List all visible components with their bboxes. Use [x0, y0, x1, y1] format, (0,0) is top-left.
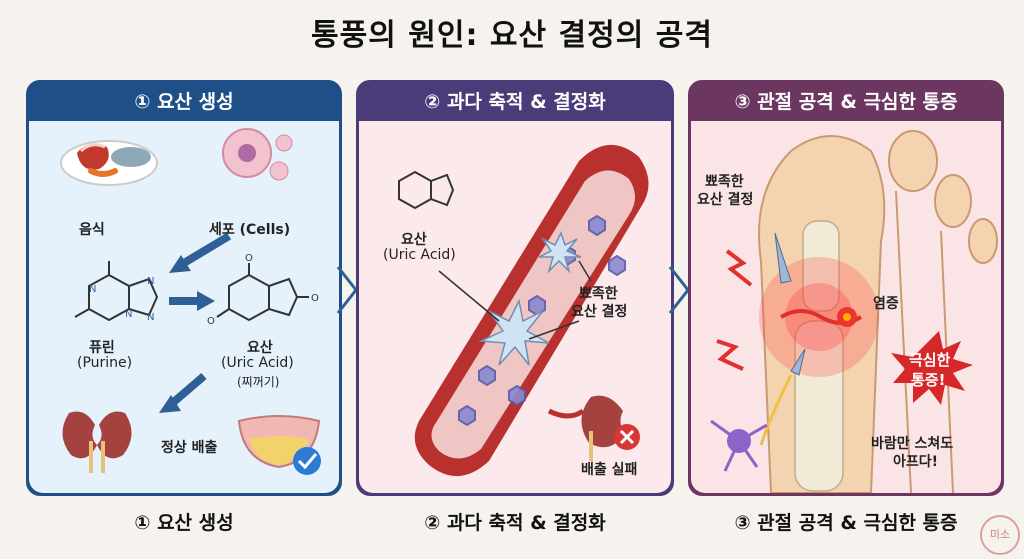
panel-1-body: N N N N O O O [29, 121, 339, 493]
uric-acid-molecule-icon [398, 170, 455, 210]
uric-acid-molecule-icon [216, 263, 309, 322]
panel-1-header: ① 요산 생성 [134, 91, 234, 113]
uric-acid-english-label: (Uric Acid) [383, 247, 456, 263]
excretion-failure-label: 배출 실패 [581, 462, 638, 478]
error-icon [614, 424, 640, 450]
normal-excretion-label: 정상 배출 [161, 440, 218, 456]
panel-joint-attack: ③ 관절 공격 & 극심한 통증 [688, 80, 1004, 496]
svg-text:N: N [125, 309, 132, 320]
food-plate-icon [60, 140, 158, 186]
next-step-arrow-1 [336, 266, 358, 314]
crystal-icon [774, 232, 792, 284]
kidney-icon [62, 411, 132, 473]
wind-pain-label-line-2: 아프다! [893, 454, 939, 470]
svg-text:N: N [89, 284, 96, 295]
kidney-icon [581, 395, 625, 461]
panel-uric-acid-production: ① 요산 생성 [26, 80, 342, 496]
severe-pain-label-line-1: 극심한 [909, 351, 951, 369]
wind-pain-label-line-1: 바람만 스쳐도 [871, 436, 954, 452]
svg-text:O: O [245, 253, 253, 264]
uric-acid-label: 요산 [247, 340, 273, 356]
cells-icon [222, 128, 293, 181]
panel-2-header: ② 과다 축적 & 결정화 [424, 91, 606, 113]
crystal-label-line-2: 요산 결정 [571, 304, 628, 320]
food-label: 음식 [79, 222, 105, 238]
check-icon [293, 447, 321, 475]
next-step-arrow-2 [668, 266, 690, 314]
bone-icon [794, 220, 844, 492]
panel-3-header: ③ 관절 공격 & 극심한 통증 [734, 91, 958, 113]
svg-text:O: O [207, 316, 215, 327]
nerve-cell-icon [710, 419, 768, 472]
inflammation-icon [837, 307, 857, 327]
panel-1-caption: ① 요산 생성 [134, 512, 234, 534]
uric-acid-label: 요산 [401, 232, 427, 248]
panel-2-body: 요산 (Uric Acid) 뾰족한 요산 결정 배출 실패 [359, 121, 671, 493]
purine-english-label: (Purine) [77, 355, 133, 371]
foot-icon [758, 130, 998, 493]
cells-label: 세포 (Cells) [209, 222, 291, 238]
crystal-label-line-2: 요산 결정 [697, 192, 754, 208]
signature-stamp: 미소 [980, 515, 1020, 555]
panel-3-body: 뾰족한 요산 결정 염증 극심한 통증! 바람만 스쳐도 아프다! [691, 121, 1001, 493]
panel-1-illustration: N N N N O O O [60, 128, 321, 475]
crystal-icon [478, 231, 582, 366]
panel-accumulation-crystallization: ② 과다 축적 & 결정화 [356, 80, 674, 496]
purine-molecule-icon [74, 261, 159, 322]
pain-burst-icon [891, 331, 973, 405]
page-title: 통풍의 원인: 요산 결정의 공격 [311, 18, 713, 53]
svg-text:N: N [147, 312, 154, 323]
svg-text:O: O [311, 293, 319, 304]
panel-3-illustration [710, 130, 998, 493]
severe-pain-label-line-2: 통증! [911, 371, 946, 389]
panel-2-caption: ② 과다 축적 & 결정화 [424, 512, 606, 534]
crystal-label-line-1: 뾰족한 [705, 174, 744, 190]
panel-2-illustration [398, 144, 649, 477]
purine-label: 퓨린 [89, 340, 115, 356]
lightning-icon [725, 249, 753, 287]
uric-acid-english-label: (Uric Acid) [221, 355, 294, 371]
uric-acid-note-label: (찌꺼기) [237, 375, 280, 389]
svg-text:N: N [147, 276, 154, 287]
inflammation-label: 염증 [873, 296, 899, 312]
crystal-label-line-1: 뾰족한 [579, 286, 618, 302]
panel-3-caption: ③ 관절 공격 & 극심한 통증 [734, 512, 958, 534]
